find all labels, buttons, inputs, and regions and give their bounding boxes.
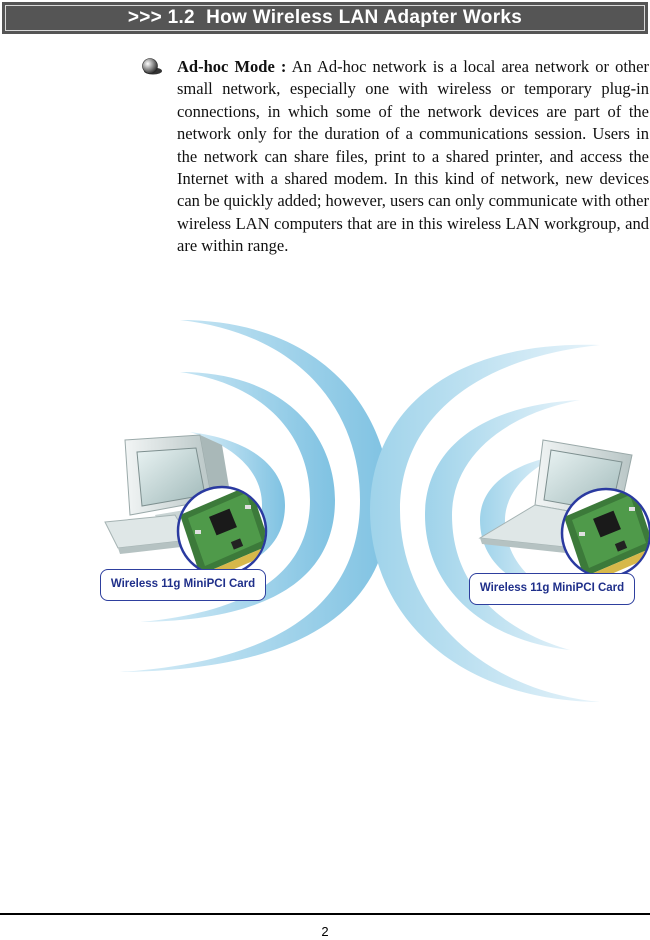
- footer-divider: [0, 913, 650, 915]
- ad-hoc-diagram: [104, 320, 650, 702]
- header-inner-border: [5, 5, 645, 31]
- ad-hoc-term: Ad-hoc Mode :: [177, 57, 287, 76]
- ad-hoc-body: An Ad-hoc network is a local area networ…: [177, 57, 649, 256]
- section-header-bar: >>> 1.2 How Wireless LAN Adapter Works: [2, 2, 648, 34]
- bullet-icon: [142, 58, 162, 75]
- page-number: 2: [321, 924, 329, 939]
- section-title: >>> 1.2 How Wireless LAN Adapter Works: [127, 7, 523, 28]
- left-card-label: Wireless 11g MiniPCI Card: [100, 569, 266, 601]
- right-minipci-card-icon: [560, 487, 650, 579]
- left-minipci-card-icon: [176, 485, 268, 577]
- right-card-label: Wireless 11g MiniPCI Card: [469, 573, 635, 605]
- right-signal-waves: [370, 344, 600, 702]
- ad-hoc-paragraph: Ad-hoc Mode : An Ad-hoc network is a loc…: [177, 56, 649, 258]
